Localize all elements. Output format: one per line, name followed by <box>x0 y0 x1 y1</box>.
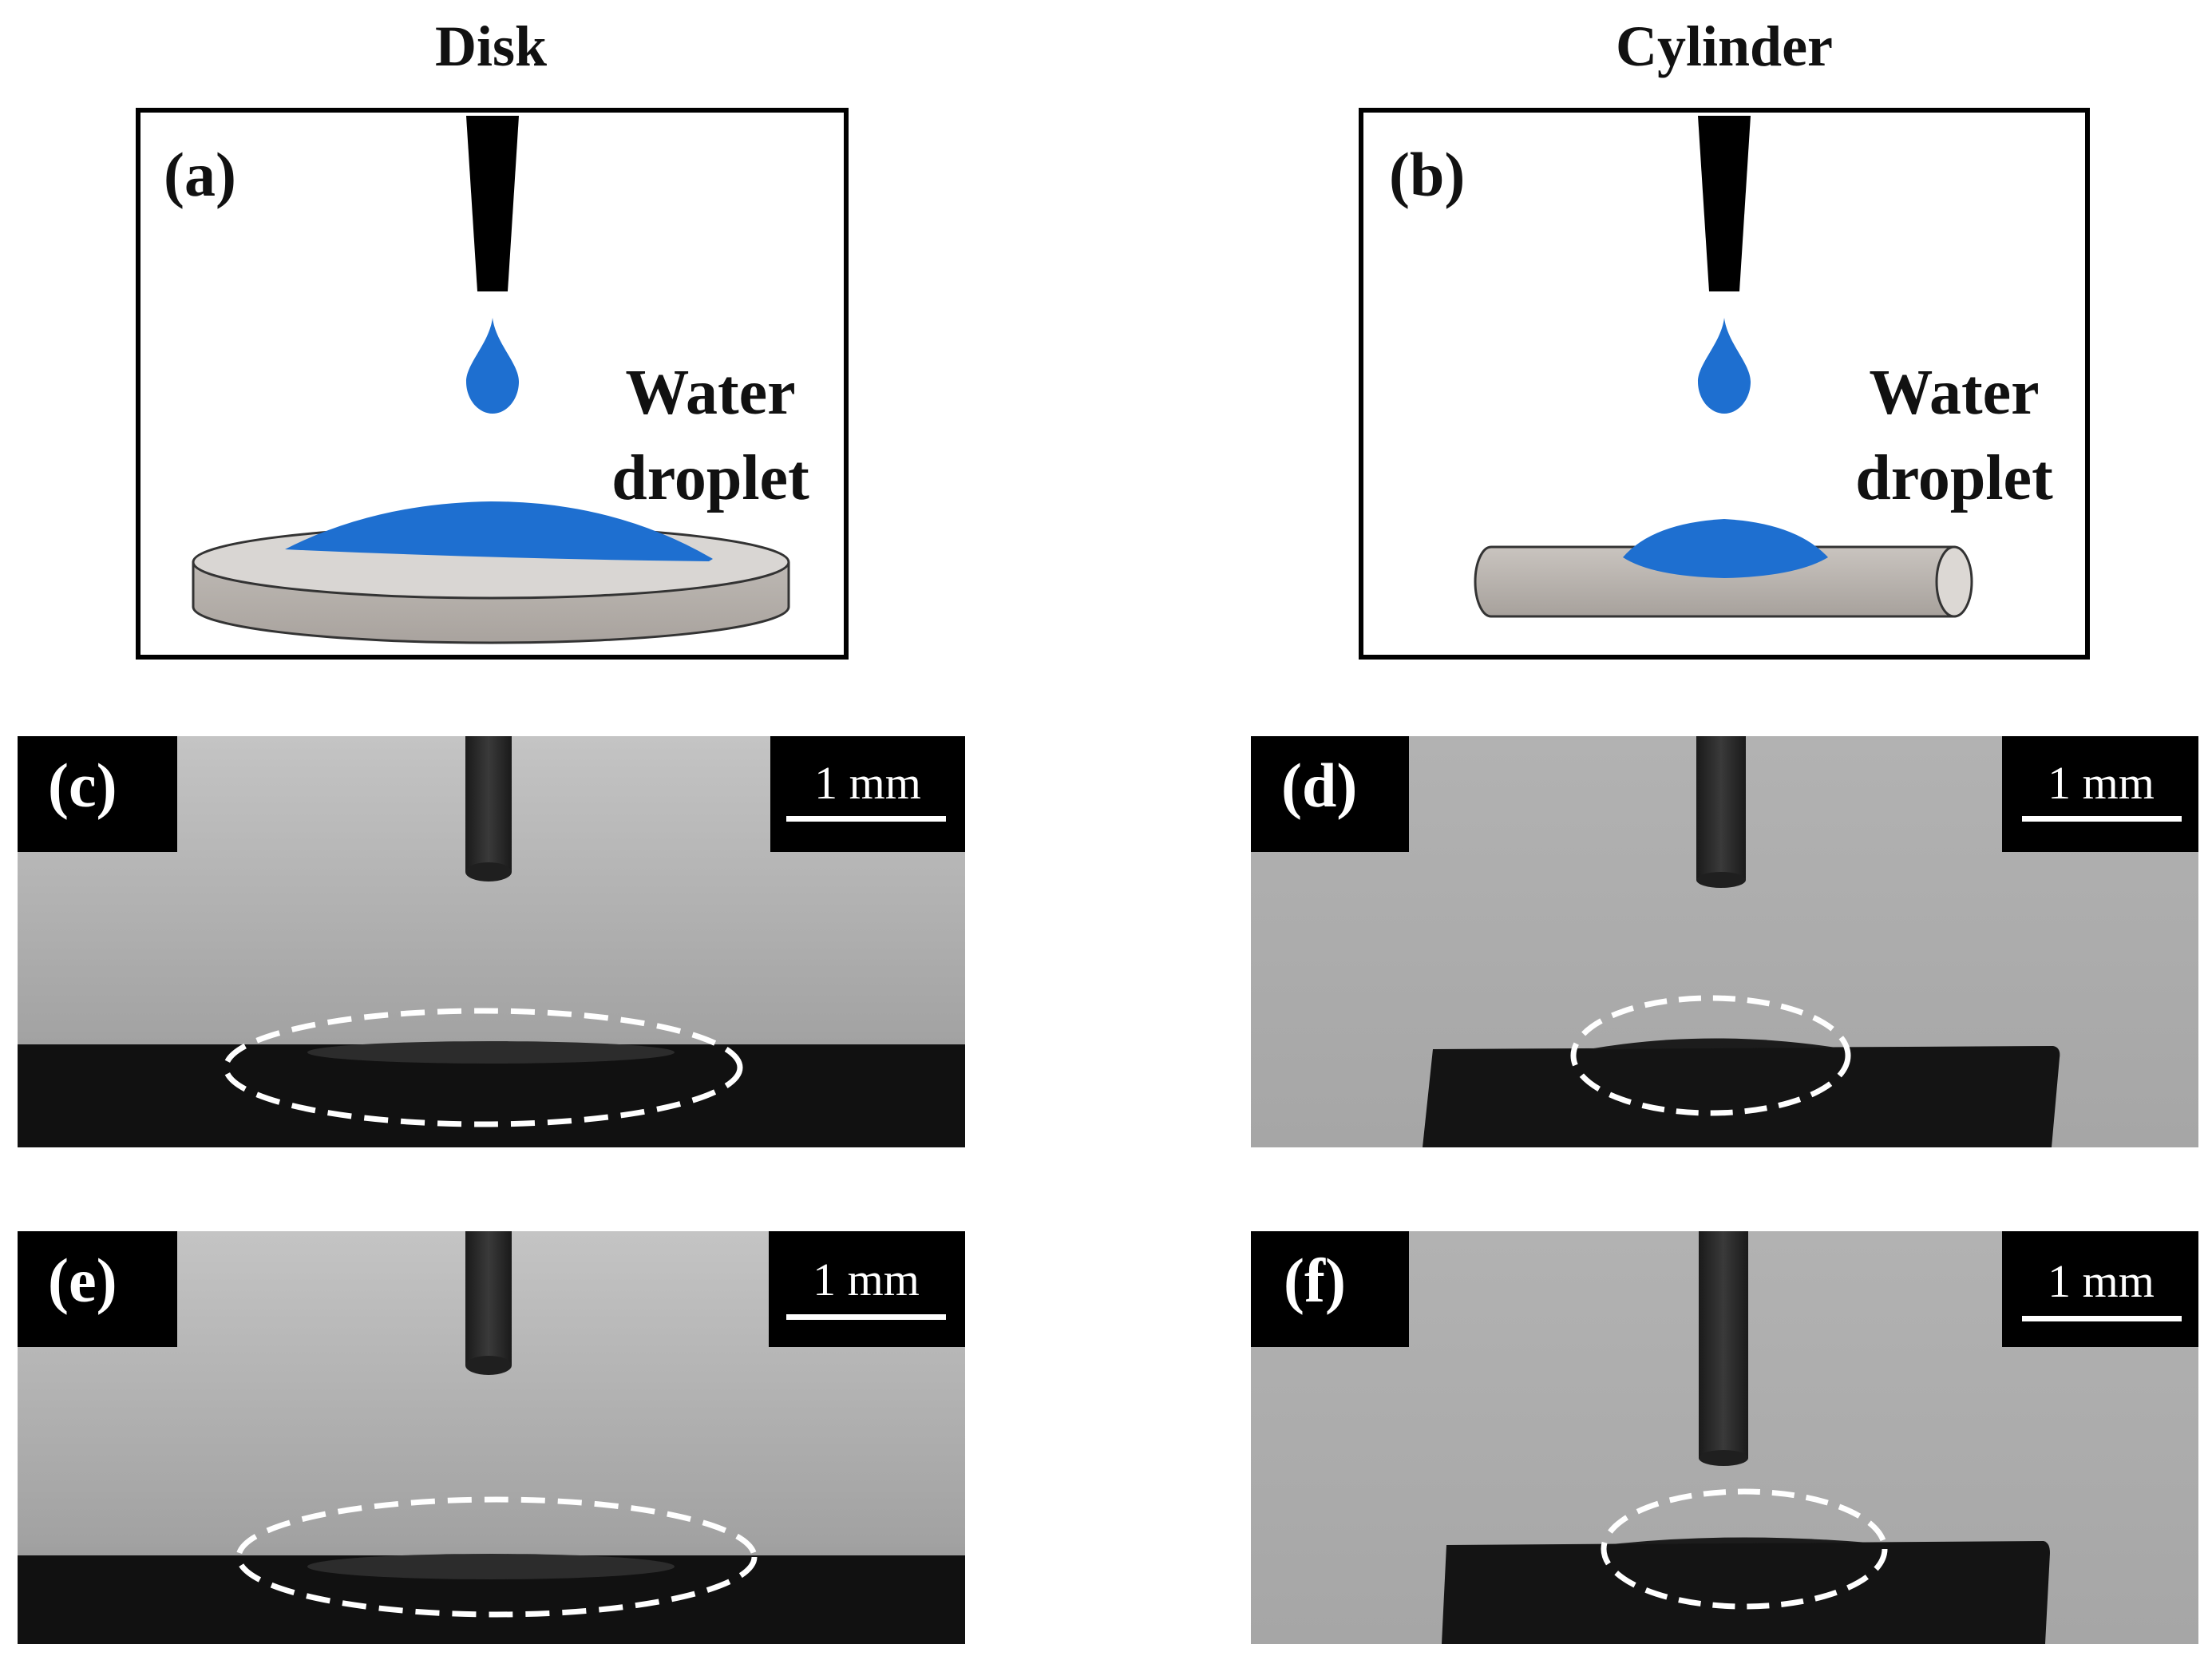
panel-f-label-box <box>1251 1231 1409 1347</box>
panel-d-label: (d) <box>1281 751 1357 820</box>
needle-shadow <box>1699 1231 1748 1458</box>
water-droplet-label-line1: Water <box>625 358 795 428</box>
panel-c-photo <box>18 736 965 1147</box>
scale-bar-box <box>2002 1231 2198 1347</box>
water-droplet-label-line1: Water <box>1869 358 2039 428</box>
panel-b-schematic: (b) Water droplet <box>1359 108 2090 660</box>
falling-droplet <box>1698 318 1751 414</box>
droplet-highlight-ellipse <box>223 1008 743 1127</box>
spread-droplet <box>285 501 713 561</box>
panel-a-label: (a) <box>164 140 236 209</box>
cylinder-droplet <box>1623 519 1828 578</box>
panel-c-label: (c) <box>48 751 117 820</box>
droplet-highlight-ellipse <box>1601 1488 1888 1610</box>
scale-bar-box <box>770 736 965 852</box>
panel-c-label-box <box>18 736 177 852</box>
panel-a-schematic: (a) Water droplet <box>136 108 849 660</box>
scale-bar-label: 1 mm <box>814 757 921 809</box>
droplet-reflection <box>307 1554 675 1579</box>
column-title-cylinder: Cylinder <box>1616 14 1833 78</box>
panel-e-label: (e) <box>48 1246 117 1315</box>
needle-tip <box>1698 116 1751 291</box>
droplet-highlight-ellipse <box>1570 995 1851 1116</box>
cylinder-substrate <box>1474 545 1956 618</box>
scale-bar-label: 1 mm <box>2048 1255 2155 1307</box>
cylinder-sample-dark <box>1442 1541 2050 1644</box>
cylinder-droplet-bump <box>1613 1537 1868 1544</box>
scale-bar <box>2022 1316 2182 1321</box>
panel-d-label-box <box>1251 736 1409 852</box>
water-droplet-label-line2: droplet <box>1855 443 2053 513</box>
needle-shadow <box>465 736 512 872</box>
cylinder-droplet-bump <box>1589 1038 1836 1049</box>
needle-shadow <box>1696 736 1746 880</box>
droplet-highlight-ellipse <box>235 1496 758 1618</box>
scale-bar-box <box>769 1231 965 1347</box>
needle-end <box>465 862 512 882</box>
scale-bar <box>786 1314 946 1320</box>
needle-end <box>1696 872 1746 888</box>
needle-shadow <box>465 1231 512 1365</box>
panel-f-label: (f) <box>1284 1246 1346 1315</box>
needle-end <box>1699 1450 1748 1466</box>
cylinder-end-face <box>1935 545 1973 618</box>
scale-bar <box>2022 816 2182 822</box>
panel-e-label-box <box>18 1231 177 1347</box>
scale-bar-label: 1 mm <box>2048 757 2155 809</box>
scale-bar-label: 1 mm <box>813 1254 920 1305</box>
panel-b-label: (b) <box>1389 140 1465 209</box>
needle-end <box>465 1356 512 1375</box>
needle-tip <box>466 116 519 291</box>
scale-bar-box <box>2002 736 2198 852</box>
column-title-disk: Disk <box>435 14 547 78</box>
droplet-reflection <box>307 1041 675 1064</box>
water-droplet-label-line2: droplet <box>611 443 809 513</box>
cylinder-sample-dark <box>1423 1046 2060 1147</box>
scale-bar <box>786 816 946 822</box>
falling-droplet <box>466 318 519 414</box>
